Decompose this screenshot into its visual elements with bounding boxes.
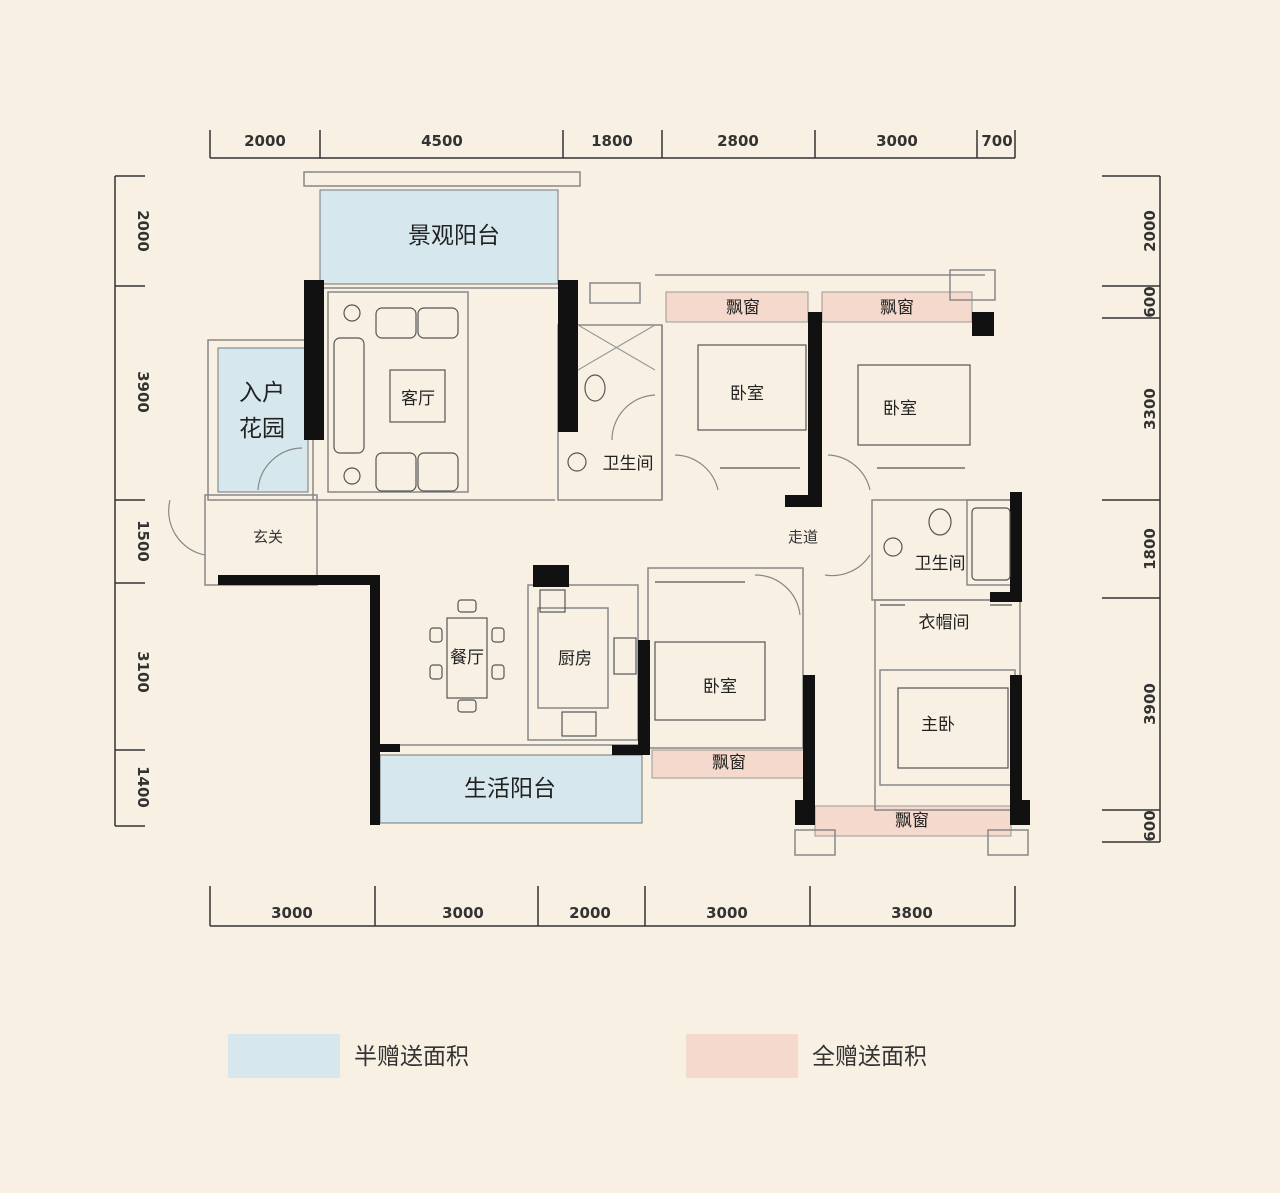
dim-top-1: 2000 [244,132,286,150]
legend: 半赠送面积 全赠送面积 [228,1034,927,1078]
thin-outlines [204,171,1029,856]
label-service-balcony: 生活阳台 [464,776,556,802]
bed-1 [697,344,807,431]
label-bathroom-1: 卫生间 [603,454,654,474]
label-bathroom-2: 卫生间 [915,554,966,574]
label-bay-window-2: 飘窗 [880,298,914,318]
gift-areas [217,189,1012,837]
dim-right-4: 1800 [1141,528,1159,570]
dim-bottom-5: 3800 [891,904,933,922]
dim-bottom-2: 3000 [442,904,484,922]
label-bedroom-2: 卧室 [883,399,917,419]
label-kitchen: 厨房 [558,649,592,669]
room-labels: 景观阳台 入户 花园 客厅 卫生间 飘窗 卧室 飘窗 卧室 玄关 走道 卫生间 … [239,223,970,831]
label-foyer: 玄关 [253,528,283,546]
washbasin [567,452,587,472]
service-balcony-area [379,754,643,824]
dim-left-5: 1400 [134,766,152,808]
master-bed [897,687,1009,769]
right-dimension-line [1102,175,1161,843]
bay-window-area-4 [814,805,1012,837]
bed-2 [857,364,971,446]
dim-left-3: 1500 [134,520,152,562]
label-bay-window-1: 飘窗 [726,298,760,318]
stove [613,637,637,675]
right-dimension-labels: 2000 600 3300 1800 3900 600 [1141,210,1159,842]
dim-bottom-4: 3000 [706,904,748,922]
bed-3 [654,641,766,721]
label-entry-garden-2: 花园 [239,416,285,442]
bathtub [971,507,1011,581]
structural-walls [218,280,1030,825]
dim-top-5: 3000 [876,132,918,150]
label-dining-room: 餐厅 [450,648,484,668]
dim-left-1: 2000 [134,210,152,252]
label-master-bedroom: 主卧 [921,715,955,735]
dining-table [446,617,488,699]
label-cloakroom: 衣帽间 [919,613,970,633]
dim-left-2: 3900 [134,371,152,413]
dim-bottom-3: 2000 [569,904,611,922]
bay-window-area-3 [651,749,805,779]
label-living-room: 客厅 [401,389,435,409]
toilet [584,374,606,402]
dim-right-3: 3300 [1141,388,1159,430]
dim-right-2: 600 [1141,286,1159,317]
legend-label-full-gift: 全赠送面积 [812,1044,927,1070]
sink [561,711,597,737]
landscape-balcony-area [319,189,559,285]
coffee-table [389,369,446,423]
legend-label-half-gift: 半赠送面积 [354,1044,469,1070]
bay-window-area-2 [821,291,973,323]
label-corridor: 走道 [788,528,818,546]
dim-right-6: 600 [1141,810,1159,841]
top-dimension-line [209,130,1016,159]
sofa-set [333,337,365,454]
label-entry-garden-1: 入户 [239,380,285,406]
label-bedroom-1: 卧室 [730,384,764,404]
left-dimension-line [114,175,145,827]
dim-right-5: 3900 [1141,683,1159,725]
dim-right-1: 2000 [1141,210,1159,252]
label-bay-window-4: 飘窗 [895,811,929,831]
bay-window-area-1 [665,291,809,323]
bottom-dimension-line [209,886,1016,927]
label-bedroom-3: 卧室 [703,677,737,697]
furniture [168,304,1012,769]
legend-swatch-half-gift [228,1034,340,1078]
legend-swatch-full-gift [686,1034,798,1078]
left-dimension-labels: 2000 3900 1500 3100 1400 [134,210,152,808]
dim-bottom-1: 3000 [271,904,313,922]
dim-left-4: 3100 [134,651,152,693]
dim-top-4: 2800 [717,132,759,150]
dim-top-3: 1800 [591,132,633,150]
dim-top-6: 700 [981,132,1012,150]
label-bay-window-3: 飘窗 [712,753,746,773]
top-dimension-labels: 2000 4500 1800 2800 3000 700 [244,132,1013,150]
bottom-dimension-labels: 3000 3000 2000 3000 3800 [271,904,933,922]
dim-top-2: 4500 [421,132,463,150]
label-landscape-balcony: 景观阳台 [408,223,500,249]
